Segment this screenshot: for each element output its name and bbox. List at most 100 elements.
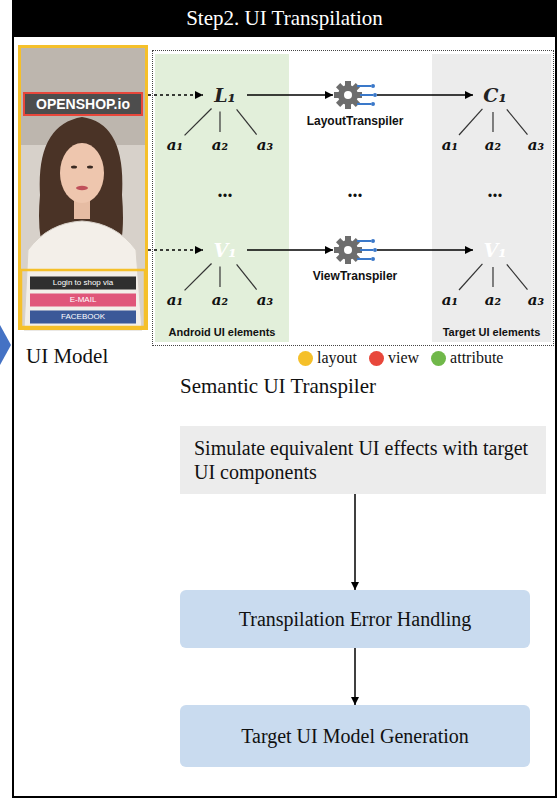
drawing-part	[371, 239, 375, 243]
drawing-part	[373, 93, 377, 97]
layout-circle: C₁	[473, 78, 517, 112]
flow-arrow	[377, 249, 473, 251]
eye	[87, 166, 93, 169]
eye	[71, 166, 77, 169]
circle-label: a₁	[167, 293, 183, 308]
screenshot-outline	[18, 45, 148, 330]
flow-arrow	[148, 249, 203, 251]
drawing-part	[336, 98, 345, 107]
attribute-circle: a₁	[436, 132, 464, 158]
process-box: Target UI Model Generation	[180, 705, 530, 767]
box-fill	[180, 426, 546, 494]
circle-label: a₂	[485, 293, 501, 308]
app-logo: OPENSHOP.io	[36, 97, 130, 111]
circle-fill	[203, 78, 247, 112]
step-text: Transpilation Error Handling	[239, 607, 472, 631]
attribute-link	[219, 267, 220, 287]
diagram-title: Step2. UI Transpilation	[12, 0, 557, 37]
drawing-part	[345, 257, 351, 264]
lips	[76, 186, 88, 190]
circle-label: a₃	[257, 138, 273, 153]
attribute-circle: a₂	[479, 132, 507, 158]
button-text: E-MAIL	[70, 296, 97, 304]
drawing-part	[373, 248, 377, 252]
step-text: Target UI Model Generation	[241, 724, 469, 748]
ellipsis: ...	[218, 180, 233, 200]
drawing-part	[371, 257, 375, 261]
attribute-link	[237, 109, 257, 134]
drawing-part	[334, 236, 362, 264]
circle-fill	[522, 132, 550, 158]
attribute-circle: a₂	[479, 287, 507, 313]
attribute-link	[492, 112, 493, 132]
circle-fill	[251, 287, 279, 313]
button-text: Login to shop via	[53, 279, 114, 287]
logo-strip	[24, 93, 142, 115]
flow-arrow	[377, 94, 473, 96]
circle-fill	[251, 132, 279, 158]
attribute-link	[507, 264, 528, 289]
circle-label: a₂	[485, 138, 501, 153]
neck	[74, 195, 90, 219]
flow-arrow	[354, 648, 356, 705]
drawing-part	[334, 247, 341, 253]
flow-arrow	[354, 494, 356, 590]
drawing-part	[345, 236, 351, 243]
drawing-part	[357, 85, 371, 87]
logo-highlight	[24, 93, 142, 115]
drawing-part	[334, 81, 362, 109]
circle-label: a₂	[212, 293, 228, 308]
circle-label: V₁	[213, 241, 236, 260]
drawing-part	[345, 102, 351, 109]
circle-fill	[436, 132, 464, 158]
attribute-link	[185, 108, 212, 135]
circle-fill	[161, 287, 189, 313]
button-text: FACEBOOK	[61, 313, 105, 321]
flow-arrow	[247, 249, 333, 251]
drawing-part	[338, 85, 358, 105]
attribute-circle: a₂	[206, 132, 234, 158]
process-box: Simulate equivalent UI effects with targ…	[180, 426, 546, 494]
photo-top	[18, 45, 148, 145]
attribute-link	[219, 112, 220, 132]
circle-fill	[479, 287, 507, 313]
drawing-part	[357, 240, 371, 242]
circle-label: a₃	[257, 293, 273, 308]
drawing-part	[351, 253, 360, 262]
legend-swatch	[369, 351, 384, 366]
drawing-part	[344, 91, 352, 99]
shirt	[24, 221, 142, 330]
circle-fill	[436, 287, 464, 313]
legend-swatch	[298, 351, 313, 366]
attribute-circle: a₃	[251, 287, 279, 313]
circle-label: a₃	[528, 138, 544, 153]
group-heading: Semantic UI Transpiler	[180, 374, 376, 399]
drawing-part	[351, 238, 360, 247]
photo-ground	[18, 45, 148, 330]
ellipsis: ...	[488, 180, 503, 200]
attribute-circle: a₁	[436, 287, 464, 313]
circle-label: C₁	[483, 86, 506, 105]
legend: layoutviewattribute	[298, 349, 503, 367]
step-text: Simulate equivalent UI effects with targ…	[194, 436, 532, 484]
band-caption: Android UI elements	[155, 326, 289, 338]
face	[60, 143, 104, 203]
legend-swatch	[431, 351, 446, 366]
transpiler-icon: ViewTranspiler	[295, 234, 415, 290]
attribute-circle: a₁	[161, 132, 189, 158]
attribute-link	[492, 267, 493, 287]
view-circle: V₁	[203, 233, 247, 267]
drawing-part	[345, 81, 351, 88]
drawing-part	[357, 258, 371, 260]
drawing-part	[336, 238, 345, 247]
circle-fill	[473, 233, 517, 267]
view-highlight	[21, 270, 145, 327]
drawing-part	[360, 94, 373, 96]
transpiler-icon: LayoutTranspiler	[295, 79, 415, 135]
flow-arrow	[148, 94, 203, 96]
drawing-part	[355, 247, 362, 253]
legend-item: layout	[298, 349, 357, 367]
attribute-link	[507, 109, 528, 134]
circle-label: L₁	[214, 86, 236, 105]
